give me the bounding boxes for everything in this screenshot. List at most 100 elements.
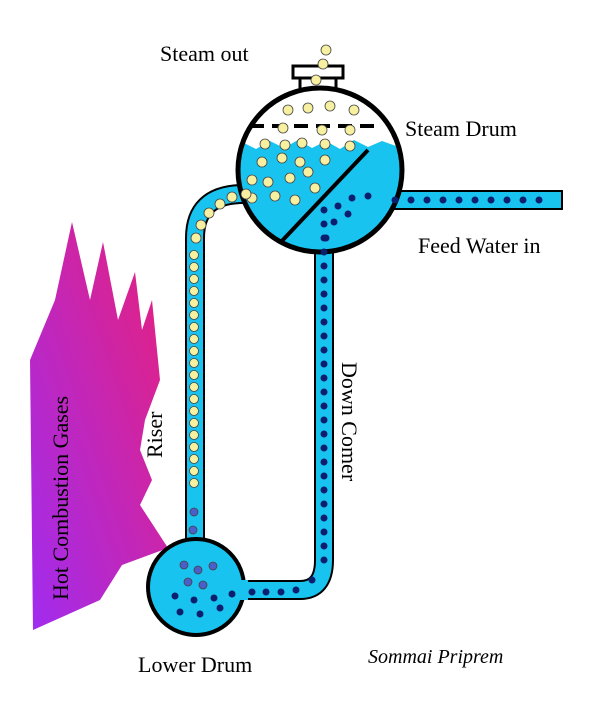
water-particle-dot bbox=[503, 196, 511, 204]
water-particle-dot bbox=[320, 528, 328, 536]
water-particle-dot bbox=[320, 542, 328, 550]
steam-bubble-dot bbox=[276, 152, 288, 164]
mixed-bubble-dot bbox=[198, 580, 208, 590]
water-particle-dot bbox=[171, 592, 179, 600]
steam-bubble-dot bbox=[277, 122, 289, 134]
water-particle-dot bbox=[308, 576, 316, 584]
lower-drum bbox=[146, 537, 248, 637]
steam-bubble-dot bbox=[319, 138, 331, 150]
water-particle-dot bbox=[344, 210, 352, 218]
water-particle-dot bbox=[535, 196, 543, 204]
steam-bubble-dot bbox=[279, 139, 291, 151]
water-particle-dot bbox=[196, 610, 204, 618]
water-particle-dot bbox=[364, 192, 372, 200]
mixed-bubble-dot bbox=[189, 507, 199, 517]
mixed-bubble-dot bbox=[193, 565, 203, 575]
label-hot-combustion-gases: Hot Combustion Gases bbox=[48, 396, 73, 600]
steam-bubble-dot bbox=[189, 418, 199, 428]
steam-bubble-dot bbox=[189, 454, 199, 464]
mixed-bubble-dot bbox=[179, 560, 189, 570]
steam-bubble-dot bbox=[324, 100, 336, 112]
water-particle-dot bbox=[176, 608, 184, 616]
label-feed-water-in: Feed Water in bbox=[418, 233, 540, 258]
steam-bubble-dot bbox=[302, 166, 314, 178]
water-particle-dot bbox=[320, 556, 328, 564]
label-steam-drum: Steam Drum bbox=[405, 116, 517, 141]
water-particle-dot bbox=[320, 402, 328, 410]
water-particle-dot bbox=[277, 588, 285, 596]
steam-bubble-dot bbox=[195, 219, 207, 231]
water-particle-dot bbox=[320, 360, 328, 368]
water-particle-dot bbox=[439, 196, 447, 204]
steam-bubble-dot bbox=[289, 194, 301, 206]
steam-bubble-dot bbox=[189, 394, 199, 404]
water-particle-dot bbox=[262, 588, 270, 596]
water-particle-dot bbox=[320, 346, 328, 354]
steam-bubble-dot bbox=[309, 182, 321, 194]
water-particle-dot bbox=[320, 388, 328, 396]
steam-bubble-dot bbox=[189, 382, 199, 392]
water-particle-dot bbox=[320, 304, 328, 312]
water-particle-dot bbox=[320, 374, 328, 382]
steam-bubble-dot bbox=[189, 286, 199, 296]
water-particle-dot bbox=[320, 248, 328, 256]
mixed-bubble-dot bbox=[188, 525, 198, 535]
water-particle-dot bbox=[407, 196, 415, 204]
water-particle-dot bbox=[471, 196, 479, 204]
label-riser: Riser bbox=[142, 411, 167, 458]
steam-bubble-dot bbox=[284, 172, 296, 184]
water-particle-dot bbox=[320, 472, 328, 480]
steam-bubble-dot bbox=[189, 346, 199, 356]
water-particle-dot bbox=[228, 590, 236, 598]
steam-bubble-dot bbox=[269, 190, 281, 202]
water-particle-dot bbox=[292, 586, 300, 594]
steam-bubble-dot bbox=[189, 274, 199, 284]
steam-bubble-dot bbox=[189, 334, 199, 344]
steam-bubble-dot bbox=[189, 466, 199, 476]
water-particle-dot bbox=[216, 604, 224, 612]
water-particle-dot bbox=[248, 588, 256, 596]
water-particle-dot bbox=[320, 318, 328, 326]
steam-bubble-dot bbox=[319, 154, 331, 166]
steam-bubble-dot bbox=[189, 478, 199, 488]
water-particle-dot bbox=[320, 444, 328, 452]
water-particle-dot bbox=[348, 194, 356, 202]
label-down-comer: Down Comer bbox=[337, 362, 362, 482]
steam-bubble-dot bbox=[344, 124, 356, 136]
steam-bubble-dot bbox=[282, 104, 294, 116]
steam-bubble-dot bbox=[190, 232, 202, 244]
steam-bubble-dot bbox=[203, 207, 215, 219]
steam-bubble-dot bbox=[189, 358, 199, 368]
water-particle-dot bbox=[455, 196, 463, 204]
steam-bubble-dot bbox=[310, 74, 322, 86]
steam-bubble-dot bbox=[189, 298, 199, 308]
steam-bubble-dot bbox=[189, 310, 199, 320]
water-particle-dot bbox=[320, 500, 328, 508]
steam-bubble-dot bbox=[189, 250, 199, 260]
water-particle-dot bbox=[322, 234, 330, 242]
steam-bubble-dot bbox=[317, 58, 329, 70]
water-particle-dot bbox=[320, 458, 328, 466]
steam-bubble-dot bbox=[348, 104, 360, 116]
flow-particles bbox=[171, 44, 543, 618]
water-particle-dot bbox=[320, 430, 328, 438]
mixed-bubble-dot bbox=[183, 577, 193, 587]
steam-bubble-dot bbox=[256, 156, 268, 168]
water-particle-dot bbox=[423, 196, 431, 204]
mixed-bubble-dot bbox=[208, 561, 218, 571]
steam-drum bbox=[235, 85, 405, 255]
water-particle-dot bbox=[320, 262, 328, 270]
water-particle-dot bbox=[320, 276, 328, 284]
drum-baffle bbox=[278, 148, 370, 245]
water-particle-dot bbox=[391, 196, 399, 204]
flame-shape bbox=[30, 222, 168, 630]
steam-bubble-dot bbox=[262, 176, 274, 188]
steam-bubble-dot bbox=[344, 140, 356, 152]
steam-bubble-dot bbox=[246, 174, 258, 186]
water-particle-dot bbox=[320, 514, 328, 522]
steam-bubble-dot bbox=[189, 430, 199, 440]
steam-bubble-dot bbox=[226, 191, 238, 203]
water-particle-dot bbox=[320, 290, 328, 298]
steam-bubble-dot bbox=[189, 442, 199, 452]
water-particle-dot bbox=[519, 196, 527, 204]
